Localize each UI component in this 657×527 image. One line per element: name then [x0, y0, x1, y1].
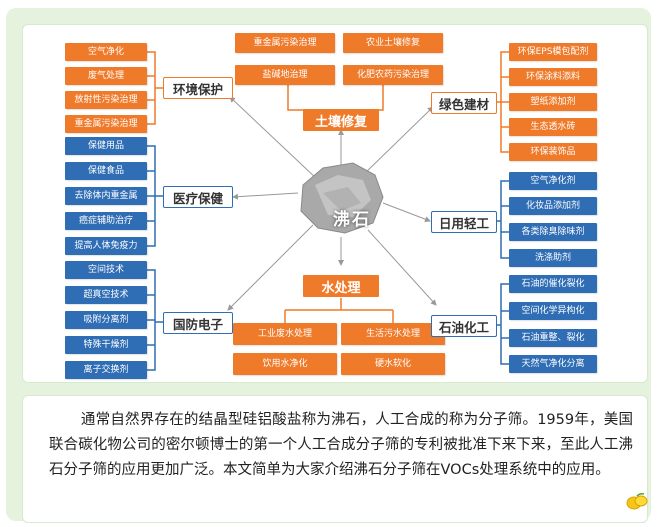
center-label: 沸石 [333, 210, 371, 230]
item-turang-2: 农业土壤修复 [343, 33, 443, 53]
item-lvse-5: 环保装饰品 [509, 143, 597, 161]
item-lvse-1: 环保EPS模包配剂 [509, 43, 597, 61]
item-riyong-1: 空气净化剂 [509, 172, 597, 190]
item-yiliao-3: 去除体内重金属 [65, 187, 147, 205]
zeolite-stone-icon [300, 162, 384, 234]
item-riyong-2: 化妆品添加剂 [509, 197, 597, 215]
item-riyong-4: 洗涤助剂 [509, 249, 597, 267]
item-lvse-3: 塑纸添加剂 [509, 93, 597, 111]
category-yiliao: 医疗保健 [163, 186, 233, 208]
category-shiyou: 石油化工 [431, 315, 497, 337]
lemon-icon [626, 493, 648, 510]
item-shiyou-4: 天然气净化分离 [509, 355, 597, 373]
connector-lines [147, 51, 509, 371]
item-lvse-4: 生态透水砖 [509, 118, 597, 136]
item-lvse-2: 环保涂料添料 [509, 68, 597, 86]
item-yiliao-1: 保健用品 [65, 137, 147, 155]
item-huanjing-2: 废气处理 [65, 67, 147, 85]
category-guofang: 国防电子 [163, 312, 233, 334]
item-huanjing-3: 放射性污染治理 [65, 91, 147, 109]
item-yiliao-2: 保健食品 [65, 162, 147, 180]
item-huanjing-4: 重金属污染治理 [65, 115, 147, 133]
item-guofang-5: 离子交换剂 [65, 361, 147, 379]
item-yiliao-5: 提高人体免疫力 [65, 237, 147, 255]
item-turang-3: 盐碱地治理 [235, 65, 335, 85]
outer-frame: 沸石 环境保护 空气净化 废气处理 放射性污染治理 重金属污染治理 重金属污染治… [6, 8, 651, 523]
item-shiyou-3: 石油重整、裂化 [509, 329, 597, 347]
item-turang-4: 化肥农药污染治理 [343, 65, 443, 85]
item-yiliao-4: 癌症辅助治疗 [65, 212, 147, 230]
category-riyong: 日用轻工 [431, 211, 497, 233]
item-shiyou-1: 石油的催化裂化 [509, 275, 597, 293]
item-huanjing-1: 空气净化 [65, 43, 147, 61]
category-shichuli: 水处理 [303, 275, 379, 297]
item-shichuli-4: 硬水软化 [341, 353, 445, 375]
item-shichuli-1: 工业废水处理 [233, 323, 337, 345]
item-guofang-2: 超真空技术 [65, 286, 147, 304]
item-guofang-1: 空间技术 [65, 261, 147, 279]
diagram-panel: 沸石 环境保护 空气净化 废气处理 放射性污染治理 重金属污染治理 重金属污染治… [22, 24, 648, 383]
item-turang-1: 重金属污染治理 [235, 33, 335, 53]
item-shichuli-2: 生活污水处理 [341, 323, 445, 345]
item-shiyou-2: 空间化学异构化 [509, 302, 597, 320]
item-riyong-3: 各类除臭除味剂 [509, 223, 597, 241]
category-lvse: 绿色建材 [431, 92, 497, 114]
item-guofang-3: 吸附分离剂 [65, 311, 147, 329]
category-turang: 土壤修复 [303, 109, 379, 131]
item-shichuli-3: 饮用水净化 [233, 353, 337, 375]
category-huanjing: 环境保护 [163, 77, 233, 99]
item-guofang-4: 特殊干燥剂 [65, 336, 147, 354]
text-panel: 通常自然界存在的结晶型硅铝酸盐称为沸石，人工合成的称为分子筛。1959年，美国联… [22, 395, 648, 523]
intro-paragraph: 通常自然界存在的结晶型硅铝酸盐称为沸石，人工合成的称为分子筛。1959年，美国联… [49, 412, 633, 478]
